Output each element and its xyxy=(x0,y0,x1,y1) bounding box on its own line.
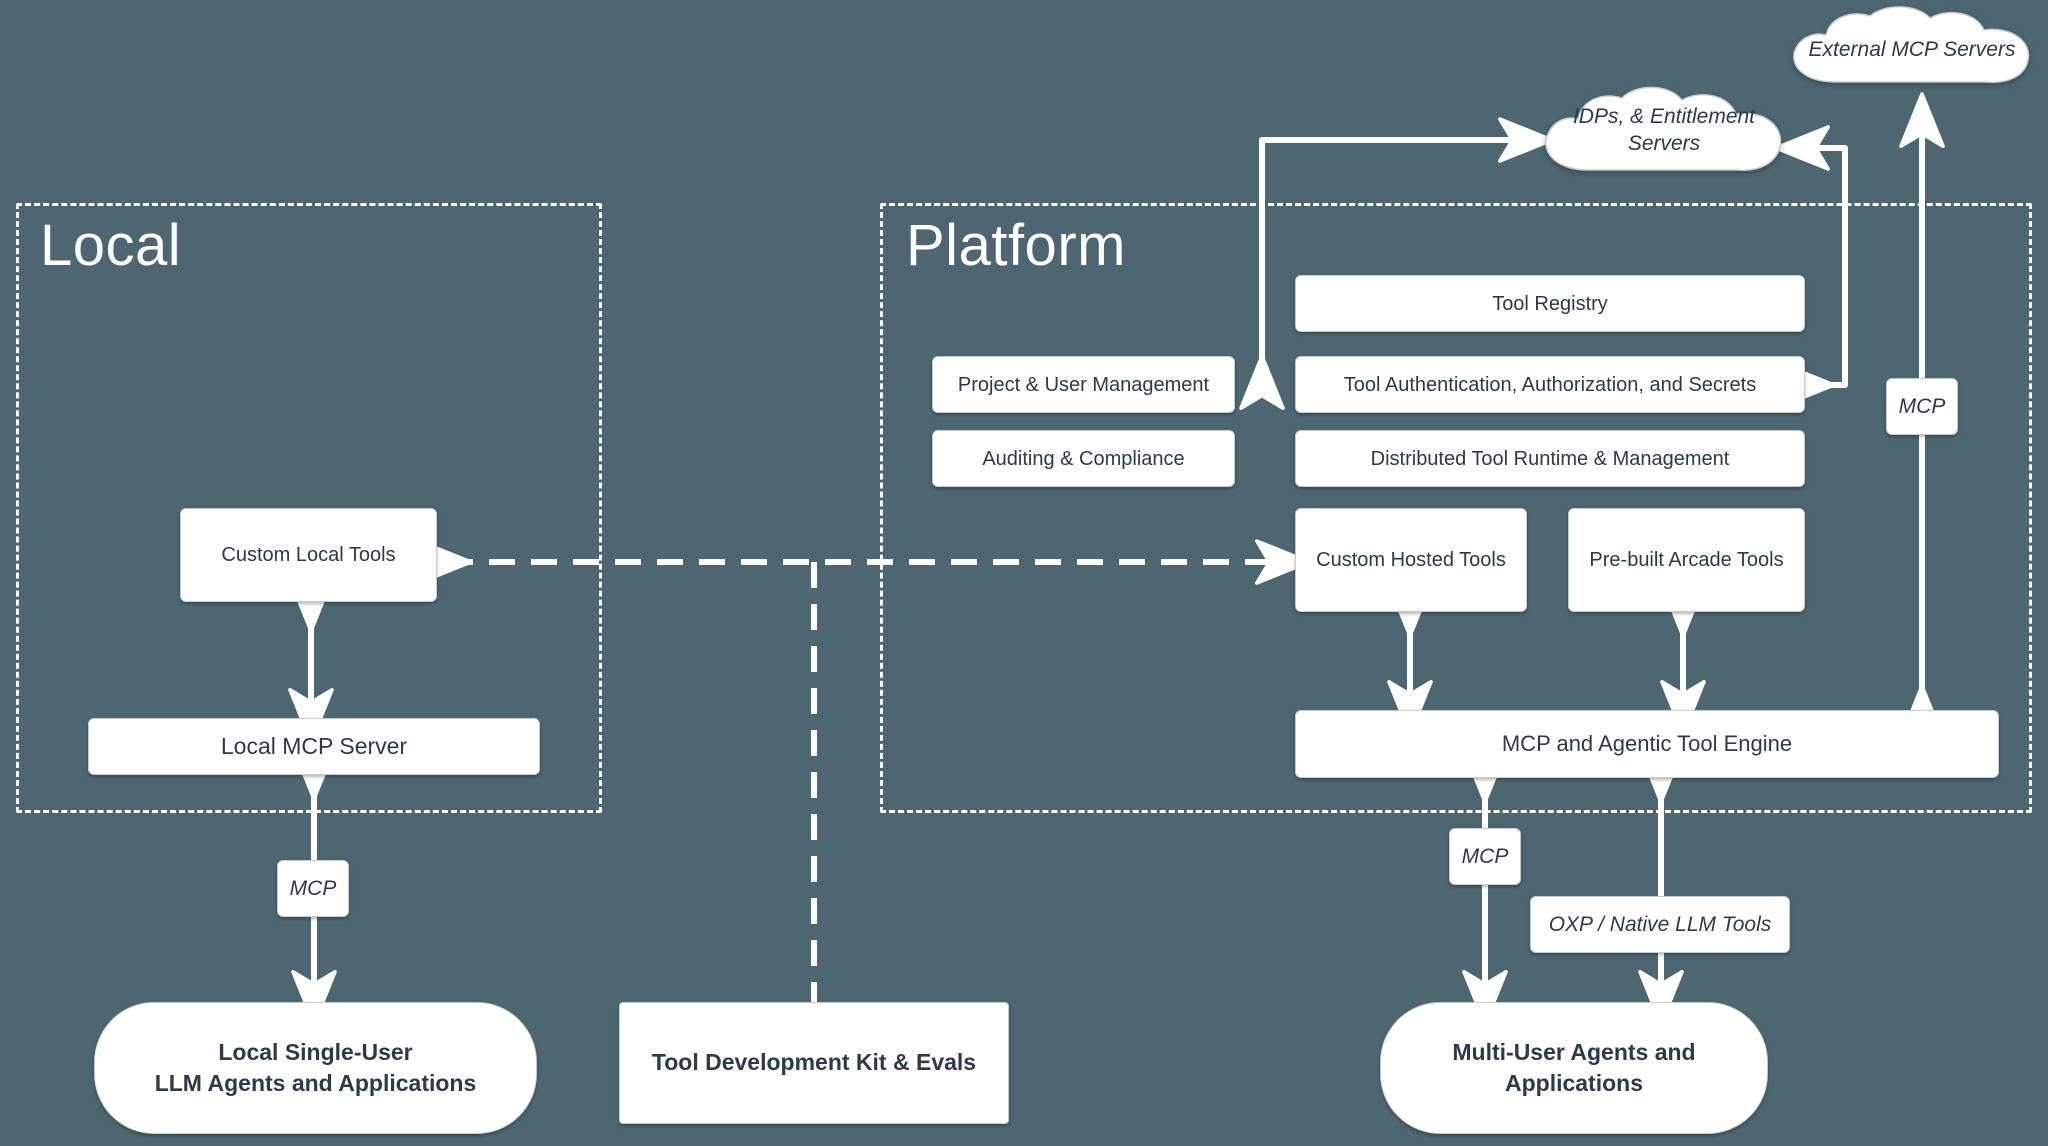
endpoint-local-agents-line2: LLM Agents and Applications xyxy=(154,1070,477,1096)
zone-local-title: Local xyxy=(40,213,182,278)
box-prebuilt-arcade-tools[interactable]: Pre-built Arcade Tools xyxy=(1568,508,1805,612)
endpoint-multi-user-line2: Applications xyxy=(1504,1070,1643,1096)
tag-oxp-native-llm-tools: OXP / Native LLM Tools xyxy=(1530,896,1790,953)
box-project-user-management[interactable]: Project & User Management xyxy=(932,356,1235,413)
endpoint-local-agents-line1: Local Single-User xyxy=(218,1038,413,1065)
endpoint-local-agents[interactable]: Local Single-User LLM Agents and Applica… xyxy=(94,1002,537,1134)
box-auditing-compliance[interactable]: Auditing & Compliance xyxy=(932,430,1235,487)
cloud-external-mcp-servers: External MCP Servers xyxy=(1776,6,2048,100)
tag-mcp-local: MCP xyxy=(277,860,349,917)
box-custom-local-tools[interactable]: Custom Local Tools xyxy=(180,508,437,602)
endpoint-multi-user-agents[interactable]: Multi-User Agents and Applications xyxy=(1380,1002,1768,1134)
box-mcp-agentic-tool-engine[interactable]: MCP and Agentic Tool Engine xyxy=(1295,710,1999,778)
zone-platform xyxy=(880,203,2032,813)
cloud-idps-entitlement-servers: IDPs, & Entitlement Servers xyxy=(1528,86,1800,188)
box-tool-development-kit[interactable]: Tool Development Kit & Evals xyxy=(619,1002,1009,1124)
box-custom-hosted-tools[interactable]: Custom Hosted Tools xyxy=(1295,508,1527,612)
tag-mcp-platform: MCP xyxy=(1449,828,1521,885)
endpoint-multi-user-line1: Multi-User Agents and xyxy=(1452,1038,1696,1065)
box-tool-registry[interactable]: Tool Registry xyxy=(1295,275,1805,332)
zone-platform-title: Platform xyxy=(906,213,1126,278)
box-tool-authentication[interactable]: Tool Authentication, Authorization, and … xyxy=(1295,356,1805,413)
box-local-mcp-server[interactable]: Local MCP Server xyxy=(88,718,540,775)
tag-mcp-external: MCP xyxy=(1886,378,1958,435)
zone-local xyxy=(16,203,602,813)
box-distributed-tool-runtime[interactable]: Distributed Tool Runtime & Management xyxy=(1295,430,1805,487)
